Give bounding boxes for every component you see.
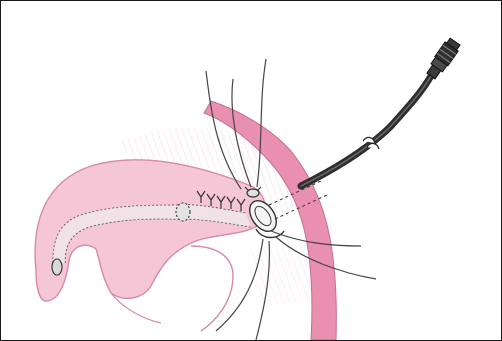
balloon <box>176 203 190 221</box>
connector-icon <box>424 37 461 81</box>
external-tube-highlight <box>301 76 431 186</box>
external-tube <box>301 76 431 186</box>
tube-tip <box>52 259 62 275</box>
organ-fold <box>191 246 233 331</box>
